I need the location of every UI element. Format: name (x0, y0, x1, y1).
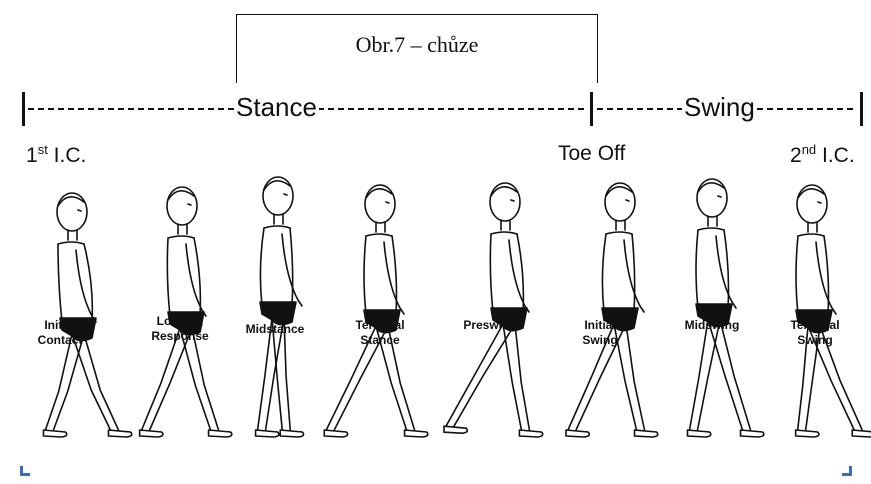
right-corner-marker (842, 466, 852, 476)
left-corner-marker (20, 466, 30, 476)
figure-label-line-1: Loading (140, 314, 220, 329)
figure-label-line-1: Midstance (235, 322, 315, 337)
phase-bar-toe-off-tick (590, 92, 593, 126)
figure-label-line-1: Terminal (340, 318, 420, 333)
toe-off-label: Toe Off (558, 142, 625, 166)
walking-figure (444, 183, 543, 437)
figure-label-line-1: Initial (20, 318, 100, 333)
gait-phase-figure-label: Midswing (672, 318, 752, 333)
figure-label-line-1: Midswing (672, 318, 752, 333)
second-initial-contact-label: 2nd I.C. (790, 142, 855, 168)
walking-figure (43, 193, 131, 437)
stance-phase-label: Stance (234, 90, 319, 124)
figure-label-line-2: Swing (560, 333, 640, 348)
gait-phase-figure-label: Midstance (235, 322, 315, 337)
figure-label-line-1: Initial (560, 318, 640, 333)
figure-label-line-2: Response (140, 329, 220, 344)
walking-figures-sequence (0, 168, 871, 448)
walking-figure (140, 187, 232, 437)
walking-figure (796, 185, 871, 437)
gait-phase-figure-label: Preswing (450, 318, 530, 333)
walking-figure (688, 179, 764, 437)
walking-figure (566, 183, 658, 437)
figure-label-line-1: Preswing (450, 318, 530, 333)
figure-label-line-1: Terminal (775, 318, 855, 333)
figure-caption: Obr.7 – chůze (237, 32, 597, 58)
first-initial-contact-label: 1st I.C. (26, 142, 86, 168)
figure-label-line-2: Swing (775, 333, 855, 348)
phase-bar-end-tick (860, 92, 863, 126)
walking-figure (256, 177, 304, 437)
figure-label-line-2: Stance (340, 333, 420, 348)
gait-phase-bar: Stance Swing (22, 90, 864, 130)
figure-caption-box: Obr.7 – chůze (236, 14, 598, 83)
phase-bar-start-tick (22, 92, 25, 126)
figure-label-line-2: Contact (20, 333, 100, 348)
walking-figure (324, 185, 428, 437)
swing-phase-label: Swing (682, 90, 757, 124)
